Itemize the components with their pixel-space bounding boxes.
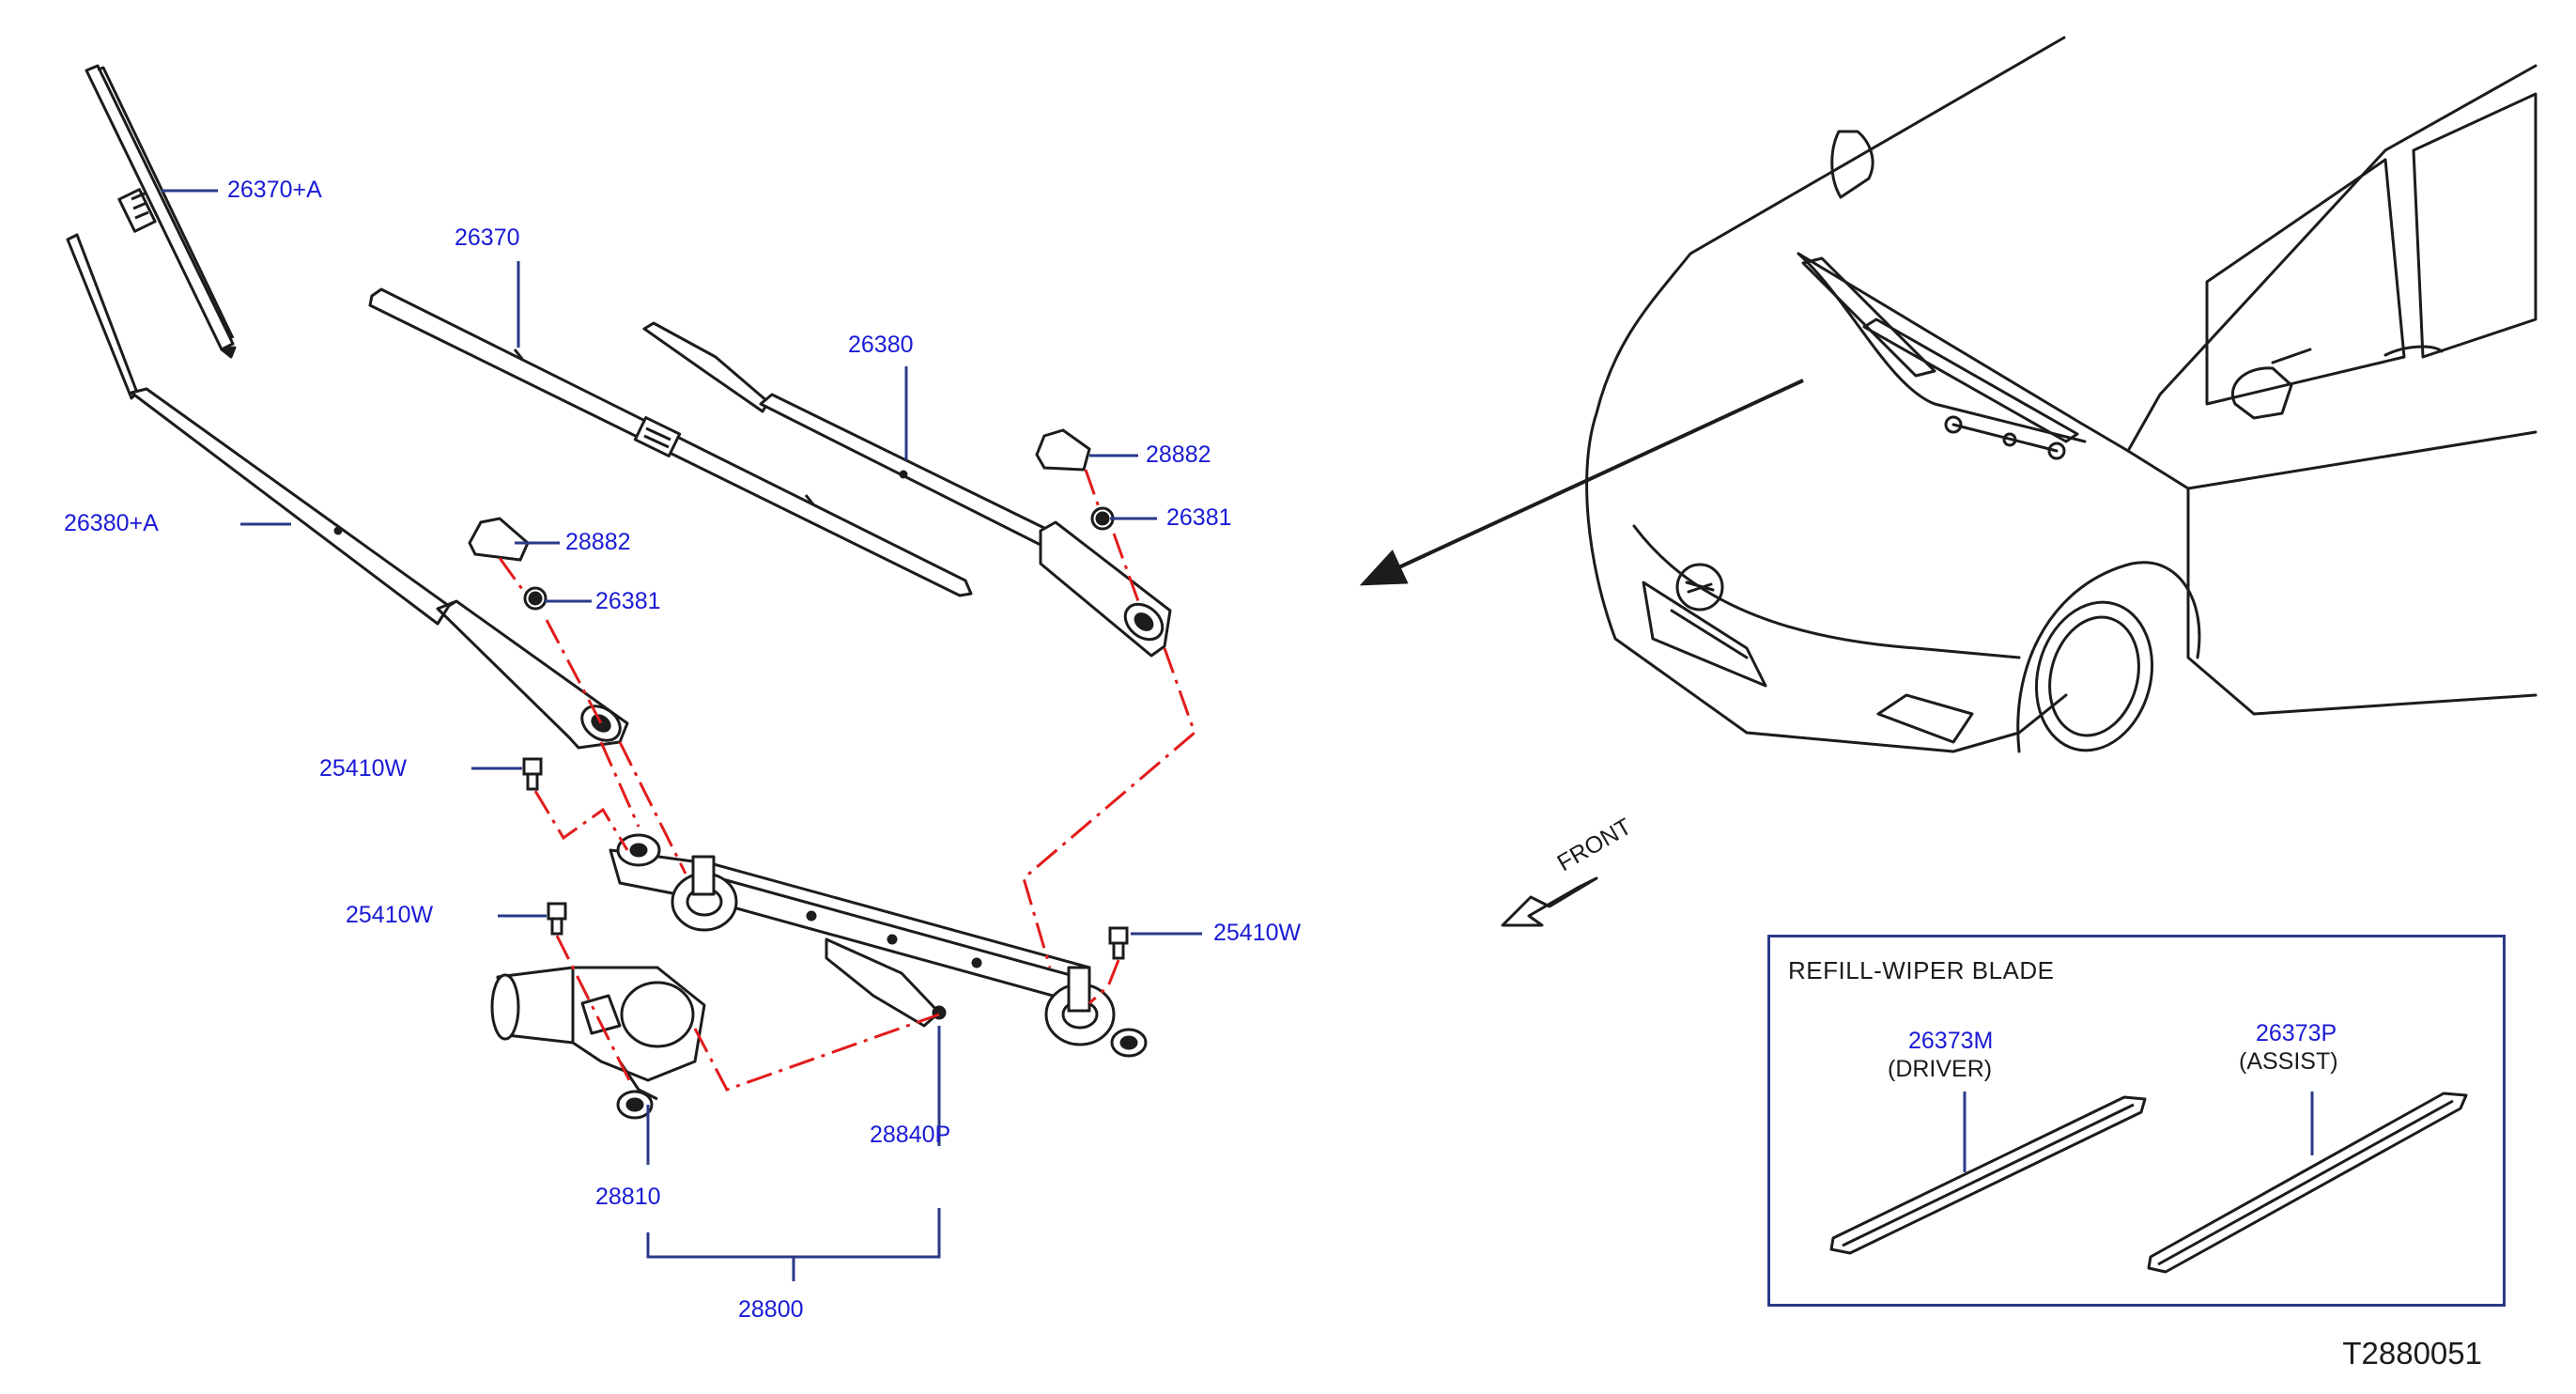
nut-26381-right [1090,506,1115,531]
label-28840p: 28840P [870,1122,951,1148]
label-25410w-top: 25410W [319,755,408,782]
bolt-25410w-top [522,757,543,791]
label-26373p: 26373P [2256,1020,2337,1046]
label-26381-left: 26381 [595,588,661,614]
refill-leaders [1963,1092,2314,1172]
label-28810: 28810 [595,1184,661,1210]
label-26370-a: 26370+A [227,177,322,203]
label-28882-right: 28882 [1146,441,1211,468]
wiper-arm-26380a [66,233,629,750]
wiper-blade-26370a [85,64,237,359]
vehicle-outline [1585,36,2537,753]
leader-lines [162,189,1202,1281]
cap-28882-left [468,517,530,562]
label-26381-right: 26381 [1166,504,1232,531]
label-25410w-right: 25410W [1213,920,1302,946]
wiper-blade-26370 [368,287,973,597]
bolt-25410w-mid [547,902,567,936]
wiper-motor-28810 [490,966,706,1120]
label-assist: (ASSIST) [2239,1048,2338,1075]
alignment-lines [498,469,1196,1092]
cap-28882-right [1035,428,1091,472]
label-26370: 26370 [455,225,520,251]
refill-wiper-blade-box [1767,935,2506,1307]
wiper-arm-26380 [642,321,1172,658]
label-26380-a: 26380+A [64,510,159,536]
label-25410w-mid: 25410W [346,902,434,928]
label-driver: (DRIVER) [1888,1056,1993,1082]
direction-arrow [1359,379,1804,586]
label-26380: 26380 [848,332,914,358]
label-28800: 28800 [738,1296,804,1323]
nut-26381-left [523,586,548,611]
refill-blade-driver [1829,1095,2147,1255]
refill-blade-assist [2147,1092,2468,1274]
wiper-linkage-28840p [609,833,1148,1058]
label-28882-left: 28882 [565,529,631,555]
refill-title: REFILL-WIPER BLADE [1788,956,2055,984]
diagram-id: T2880051 [2342,1336,2482,1371]
label-26373m: 26373M [1908,1028,1994,1054]
bolt-25410w-right [1108,926,1129,960]
front-arrow-icon [1501,876,1598,927]
